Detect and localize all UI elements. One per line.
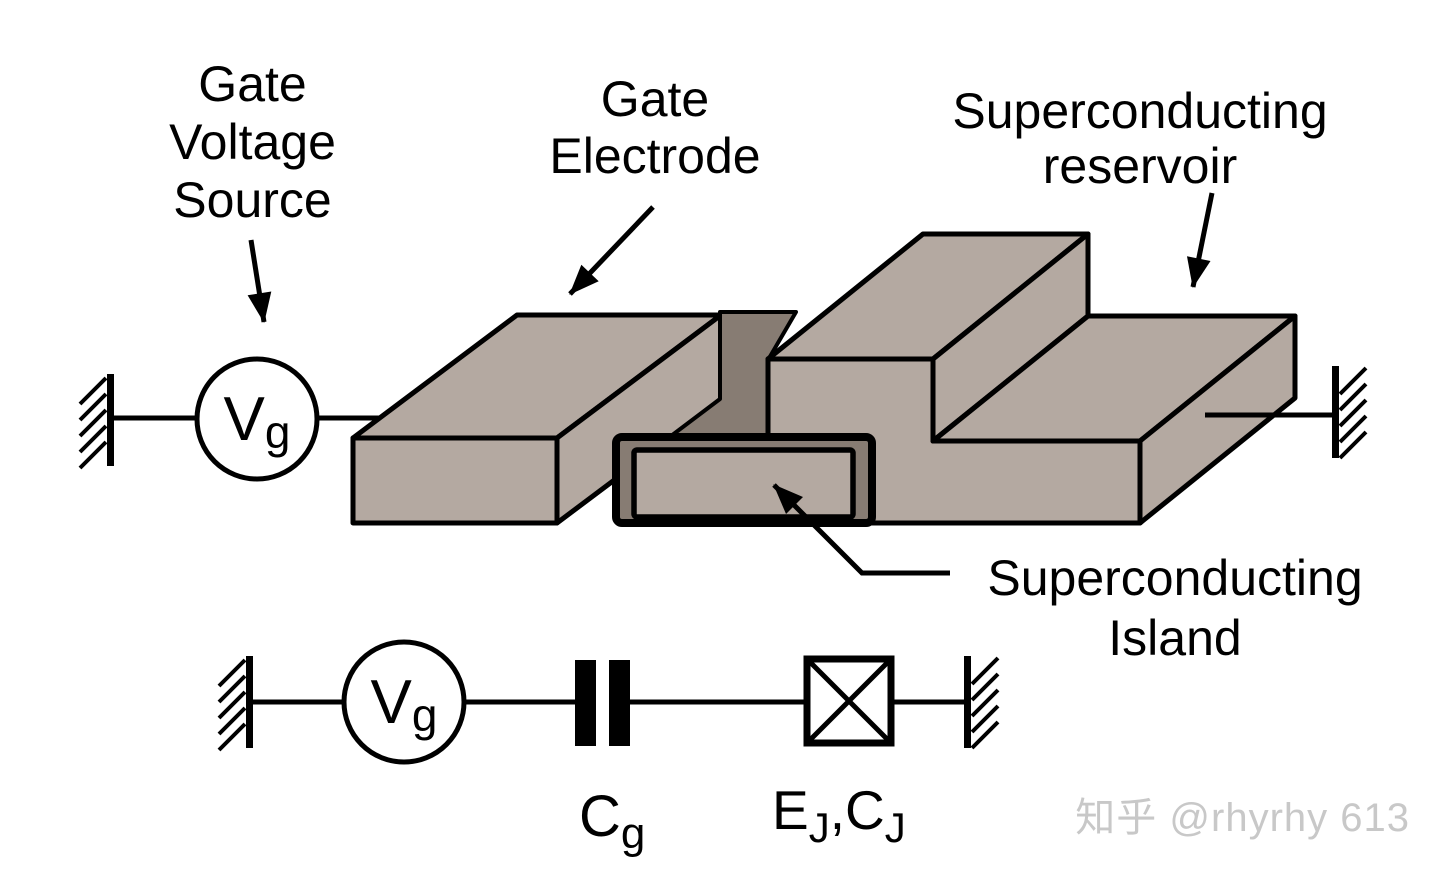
label-superconducting-island: Superconducting Island [965,548,1385,668]
gate-electrode-arrow [568,205,655,296]
label-line: Gate [198,56,307,112]
label-line: Superconducting [952,83,1328,139]
cg-sub: g [620,809,646,859]
cj-main: C [844,779,885,841]
superconducting-island-block [612,433,876,527]
reservoir-slab-right-face [1137,313,1298,526]
label-line: Electrode [549,128,761,184]
junction-cross-line-2 [805,657,893,745]
ground-symbol-top-left [78,372,116,470]
voltage-source-circle-top [194,356,320,482]
label-gate-capacitance: Cg [579,783,645,858]
capacitor-plate-left [575,660,596,746]
label-line: reservoir [1042,138,1238,194]
island-leader-arrow [772,483,950,576]
cj-sub: J [884,803,906,851]
zhihu-watermark: 知乎 @rhyrhy 613 [1075,796,1410,840]
label-line: Voltage [169,114,336,170]
label-junction-parameters: EJ,CJ [772,778,906,851]
vg-sub: g [264,405,291,458]
label-line: Gate [600,71,710,127]
vg-main: V [370,667,412,737]
gate-electrode-front-face [350,435,560,526]
vg-sub: g [411,688,438,741]
label-superconducting-reservoir: Superconducting reservoir [920,84,1360,194]
ground-symbol-bottom-right [962,654,1000,750]
label-gate-electrode: Gate Electrode [535,71,775,185]
label-line: Superconducting [987,550,1363,606]
gate-electrode-block [350,312,724,526]
josephson-junction-symbol [803,655,895,747]
label-gate-voltage-source: Gate Voltage Source [120,55,385,229]
ej-main: E [772,779,809,841]
ground-symbol-bottom-left [217,654,255,752]
label-line: Island [1108,610,1242,666]
gate-voltage-source-arrow [247,239,272,323]
capacitor-plate-right [609,660,630,746]
vg-main: V [223,384,265,454]
reservoir-arrow [1186,192,1215,288]
cg-main: C [579,784,621,849]
junction-separator: , [829,779,845,841]
voltage-source-circle-bottom [341,639,467,765]
ground-symbol-top-right [1330,364,1368,460]
label-line: Source [173,172,332,228]
island-inner-face [631,447,856,520]
ej-sub: J [808,803,830,851]
